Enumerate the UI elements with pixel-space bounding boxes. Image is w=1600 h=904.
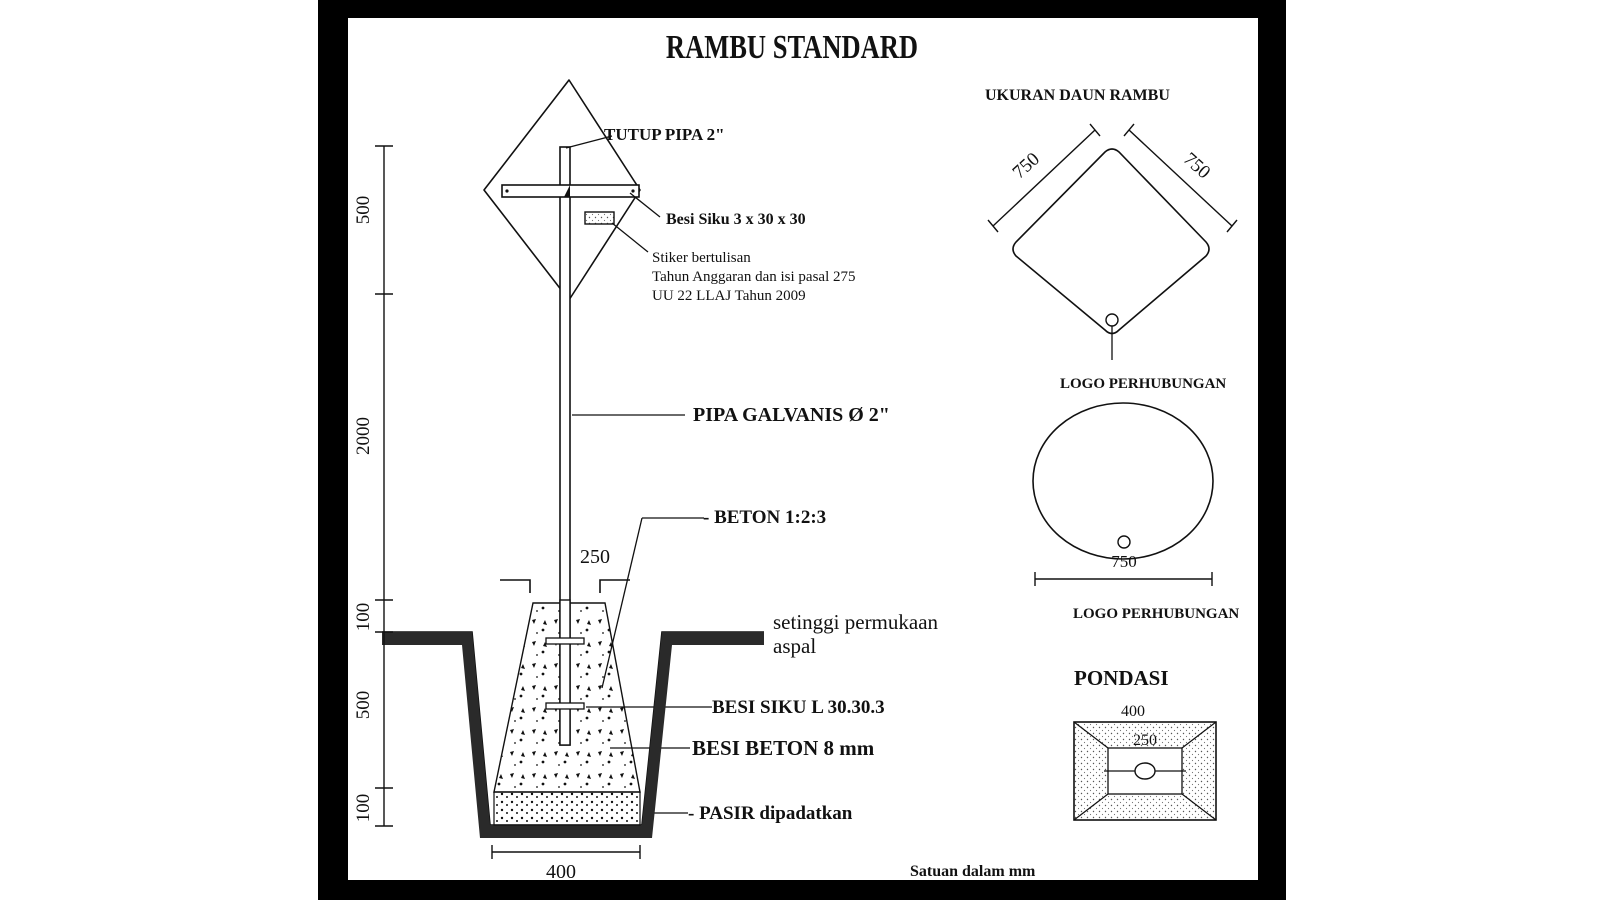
bracket-bolt-left bbox=[505, 189, 509, 193]
dim-100-upper: 100 bbox=[353, 603, 374, 632]
dim-2000: 2000 bbox=[353, 417, 374, 455]
label-width-400: 400 bbox=[546, 861, 576, 883]
label-besi-siku-bottom: BESI SIKU L 30.30.3 bbox=[712, 697, 885, 718]
label-satuan: Satuan dalam mm bbox=[910, 863, 1036, 880]
sign-leaf-hole bbox=[1105, 313, 1119, 327]
label-besi-beton: BESI BETON 8 mm bbox=[692, 736, 875, 760]
pondasi-title: PONDASI bbox=[1074, 666, 1169, 690]
embedded-crossbar-bottom bbox=[545, 702, 585, 710]
dim-500-top: 500 bbox=[353, 196, 374, 225]
label-logo-diamond: LOGO PERHUBUNGAN bbox=[1060, 376, 1226, 392]
pondasi-corner-tl bbox=[1073, 721, 1109, 749]
asphalt-trench bbox=[382, 632, 764, 838]
embedded-crossbar-top bbox=[545, 637, 585, 645]
label-logo-circle: LOGO PERHUBUNGAN bbox=[1073, 606, 1239, 622]
formwork-mark-right bbox=[599, 579, 630, 593]
label-circle-diameter: 750 bbox=[1111, 552, 1137, 571]
sticker-plate bbox=[584, 211, 615, 225]
label-besi-siku-top: Besi Siku 3 x 30 x 30 bbox=[666, 211, 806, 228]
label-width-250: 250 bbox=[580, 546, 610, 568]
sand-layer bbox=[493, 791, 641, 826]
circle-sign bbox=[1032, 402, 1214, 560]
pipe-embedded bbox=[559, 599, 571, 746]
circle-sign-hole bbox=[1117, 535, 1131, 549]
ukuran-title: UKURAN DAUN RAMBU bbox=[985, 87, 1170, 104]
label-stiker-line1: Stiker bertulisan bbox=[652, 250, 751, 266]
label-permukaan-line1: setinggi permukaan bbox=[773, 610, 939, 634]
leader-stiker bbox=[611, 222, 649, 253]
sign-leaf-diamond bbox=[1012, 148, 1210, 335]
pondasi-corner-bl bbox=[1073, 793, 1109, 821]
label-beton: - BETON 1:2:3 bbox=[703, 507, 826, 528]
vertical-dimension bbox=[375, 145, 393, 827]
bottom-width-dimension bbox=[491, 845, 641, 859]
dim-100-lower: 100 bbox=[353, 794, 374, 823]
label-stiker-line3: UU 22 LLAJ Tahun 2009 bbox=[652, 288, 806, 304]
pondasi-pipe-hole bbox=[1134, 762, 1156, 780]
pondasi-corner-tr bbox=[1181, 721, 1217, 749]
label-pondasi-inner: 250 bbox=[1133, 732, 1157, 749]
bracket-bolt-right bbox=[631, 189, 635, 193]
angle-iron-bracket bbox=[501, 184, 640, 198]
label-pipa-galvanis: PIPA GALVANIS Ø 2" bbox=[693, 404, 890, 426]
circle-dimension bbox=[1034, 572, 1213, 586]
diamond-dimension-left bbox=[987, 123, 1101, 233]
label-permukaan-line2: aspal bbox=[773, 634, 816, 658]
label-stiker-line2: Tahun Anggaran dan isi pasal 275 bbox=[652, 269, 856, 285]
formwork-mark-left bbox=[500, 579, 531, 593]
bracket-weld bbox=[564, 185, 570, 197]
leader-besi-siku bbox=[629, 192, 661, 218]
label-pondasi-outer: 400 bbox=[1121, 703, 1145, 720]
label-tutup-pipa: TUTUP PIPA 2" bbox=[604, 125, 725, 144]
label-pasir: - PASIR dipadatkan bbox=[688, 803, 853, 824]
drawing-title: RAMBU STANDARD bbox=[666, 28, 918, 66]
dim-500-lower: 500 bbox=[353, 691, 374, 720]
leader-tutup-pipa bbox=[565, 135, 613, 149]
diamond-dimension-right bbox=[1123, 123, 1238, 233]
pondasi-corner-br bbox=[1181, 793, 1217, 821]
